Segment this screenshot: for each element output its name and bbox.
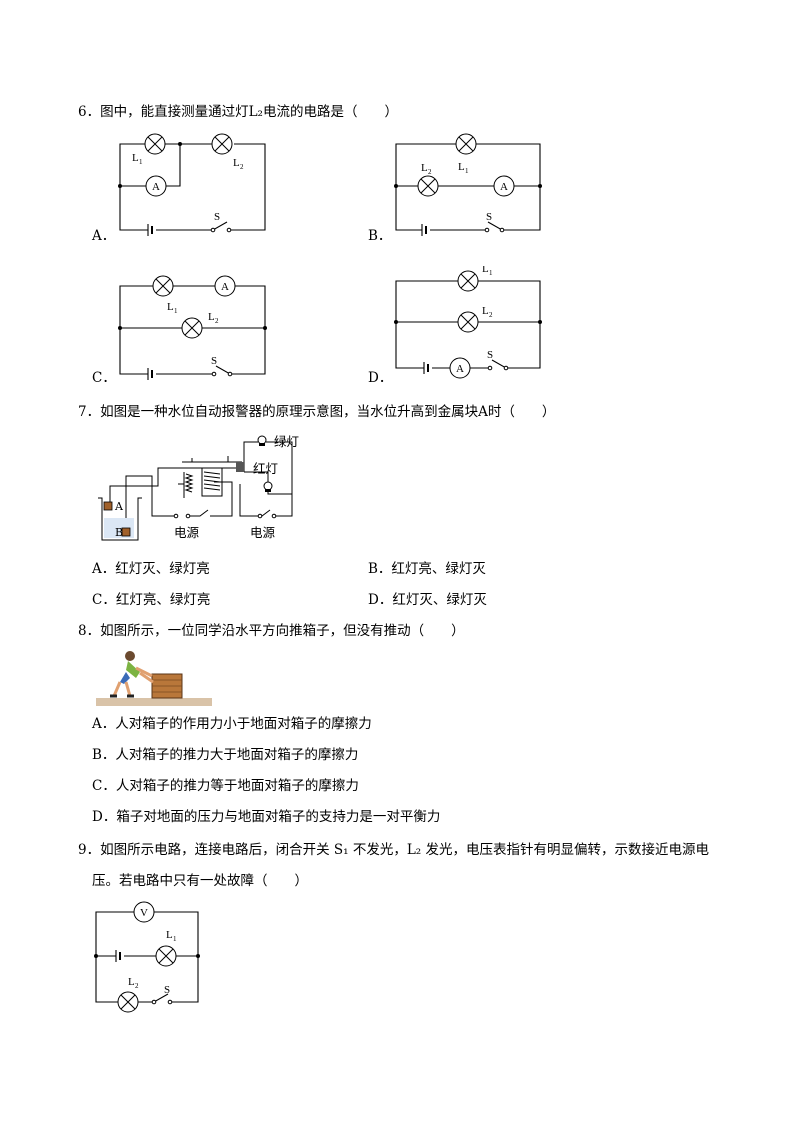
q7-block-a-label: A xyxy=(115,500,123,513)
svg-text:L: L xyxy=(166,929,173,941)
metal-block-a-icon xyxy=(103,501,113,511)
lamp-l2-icon xyxy=(457,311,479,333)
svg-text:S: S xyxy=(214,211,220,223)
svg-text:2: 2 xyxy=(240,163,244,171)
q9-stem-line2: 压。若电路中只有一处故障（ ） xyxy=(92,873,308,889)
svg-text:V: V xyxy=(140,907,148,919)
svg-text:L: L xyxy=(233,157,240,169)
q7-option-a[interactable]: A．红灯灭、绿灯亮 xyxy=(92,561,210,577)
svg-text:1: 1 xyxy=(174,307,178,315)
q8-option-b[interactable]: B．人对箱子的推力大于地面对箱子的摩擦力 xyxy=(92,747,359,763)
lamp-l1-icon xyxy=(457,270,479,292)
svg-text:2: 2 xyxy=(135,982,139,990)
svg-text:L: L xyxy=(421,162,428,174)
voltmeter-icon xyxy=(133,901,155,923)
svg-text:S: S xyxy=(211,355,217,367)
lamp-l1-icon xyxy=(144,133,166,155)
q7-stem: 7．如图是一种水位自动报警器的原理示意图，当水位升高到金属块A时（ ） xyxy=(78,404,556,420)
svg-text:L: L xyxy=(167,301,174,313)
q6-option-a-label: A． xyxy=(92,228,116,244)
svg-text:L: L xyxy=(132,152,139,164)
svg-text:A: A xyxy=(500,181,508,193)
svg-text:L: L xyxy=(128,976,135,988)
svg-text:1: 1 xyxy=(173,935,177,943)
svg-text:L: L xyxy=(458,161,465,173)
ammeter-icon xyxy=(449,357,471,379)
q6-option-c-label: C． xyxy=(92,370,116,386)
svg-text:2: 2 xyxy=(215,317,219,325)
lamp-l2-icon xyxy=(211,133,233,155)
green-lamp-icon xyxy=(257,435,267,446)
svg-text:A: A xyxy=(221,281,229,293)
svg-text:2: 2 xyxy=(489,311,493,319)
svg-text:2: 2 xyxy=(428,168,432,176)
metal-block-b-icon xyxy=(121,527,131,537)
lamp-l2-icon xyxy=(181,317,203,339)
lamp-l2-icon xyxy=(417,175,439,197)
q7-option-d[interactable]: D．红灯灭、绿灯灭 xyxy=(368,592,487,608)
q7-option-c[interactable]: C．红灯亮、绿灯亮 xyxy=(92,592,211,608)
lamp-l2-icon xyxy=(117,991,139,1013)
q7-option-b[interactable]: B．红灯亮、绿灯灭 xyxy=(368,561,486,577)
svg-text:S: S xyxy=(164,984,170,996)
lamp-l1-icon xyxy=(152,275,174,297)
q7-red-lamp-label: 红灯 xyxy=(253,461,279,476)
q8-option-d[interactable]: D．箱子对地面的压力与地面对箱子的支持力是一对平衡力 xyxy=(92,809,441,825)
svg-text:A: A xyxy=(152,181,160,193)
q7-water-alarm-diagram xyxy=(92,432,312,544)
ammeter-icon xyxy=(214,275,236,297)
q8-option-a[interactable]: A．人对箱子的作用力小于地面对箱子的摩擦力 xyxy=(92,716,372,732)
ammeter-icon xyxy=(493,175,515,197)
q8-push-box-illustration xyxy=(96,648,212,706)
q7-power-label-2: 电源 xyxy=(250,525,276,540)
svg-text:1: 1 xyxy=(489,269,493,277)
ground-icon xyxy=(96,698,212,706)
q9-stem-line1: 9．如图所示电路，连接电路后，闭合开关 S₁ 不发光，L₂ 发光，电压表指针有明… xyxy=(78,842,709,858)
svg-text:L: L xyxy=(208,311,215,323)
svg-text:L: L xyxy=(482,266,489,275)
ammeter-icon xyxy=(145,175,167,197)
q6-option-b-label: B． xyxy=(368,228,392,244)
svg-text:1: 1 xyxy=(139,158,143,166)
svg-text:S: S xyxy=(487,349,493,361)
q7-power-label-1: 电源 xyxy=(174,525,200,540)
q8-stem: 8．如图所示，一位同学沿水平方向推箱子，但没有推动（ ） xyxy=(78,623,465,639)
q8-option-c[interactable]: C．人对箱子的推力等于地面对箱子的摩擦力 xyxy=(92,778,359,794)
student-pushing-icon xyxy=(110,651,154,698)
q6-stem: 6．图中，能直接测量通过灯L₂电流的电路是（ ） xyxy=(78,104,398,120)
wooden-box-icon xyxy=(151,673,183,699)
q6-option-d-label: D． xyxy=(368,370,393,386)
svg-text:A: A xyxy=(456,363,464,375)
q7-block-b-label: B xyxy=(115,526,124,539)
q7-green-lamp-label: 绿灯 xyxy=(274,434,300,449)
svg-text:S: S xyxy=(486,211,492,223)
lamp-l1-icon xyxy=(155,945,177,967)
svg-text:1: 1 xyxy=(465,167,469,175)
red-lamp-icon xyxy=(263,481,273,492)
lamp-l1-icon xyxy=(455,133,477,155)
svg-text:L: L xyxy=(482,305,489,317)
